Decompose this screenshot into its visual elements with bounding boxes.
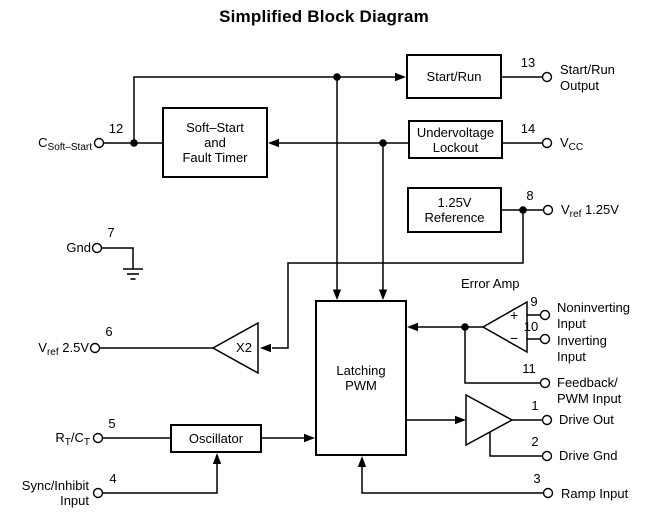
wire-feedback-pin11	[464, 327, 541, 384]
block-uvlo-line1: Undervoltage	[416, 124, 495, 140]
pin-14-label: VCC	[560, 135, 584, 153]
drive-buffer-triangle	[465, 393, 514, 447]
arrow-into-x2	[260, 343, 271, 353]
block-soft-start-fault-timer: Soft–Start and Fault Timer	[162, 107, 268, 178]
block-oscillator: Oscillator	[170, 424, 262, 453]
block-soft-start-line1: Soft–Start	[186, 120, 244, 135]
pin-9-terminal	[539, 309, 551, 321]
block-1v25-reference: 1.25V Reference	[407, 187, 502, 233]
error-amp-triangle	[481, 300, 528, 354]
wire-pin7-ground	[101, 247, 134, 269]
pin-13-number: 13	[520, 55, 536, 70]
arrow-into-buffer	[455, 415, 466, 425]
pin-4-terminal	[92, 487, 104, 499]
pin-3-number: 3	[533, 471, 541, 486]
block-latching-pwm: Latching PWM	[315, 300, 407, 456]
x2-amp-triangle	[211, 321, 259, 375]
pin-11-label: Feedback/PWM Input	[557, 375, 622, 406]
block-soft-start-line3: Fault Timer	[182, 150, 248, 165]
junction-dot-top-line	[333, 73, 341, 81]
pin-7-number: 7	[107, 225, 115, 240]
pin-11-number: 11	[522, 361, 536, 376]
pin-5-number: 5	[108, 416, 116, 431]
block-uvlo-line2: Lockout	[432, 139, 479, 155]
arrow-into-startrun	[395, 72, 406, 82]
pin-13-terminal	[541, 71, 553, 83]
block-soft-start-line2: and	[204, 135, 226, 150]
pin-3-terminal	[542, 487, 554, 499]
erroramp-minus-sign: −	[510, 330, 519, 346]
pin-2-number: 2	[531, 434, 539, 449]
pin-3-label: Ramp Input	[561, 486, 629, 501]
wire-buffer-pin2	[489, 432, 543, 457]
pin-5-terminal	[92, 432, 104, 444]
arrow-into-pwm-right	[407, 322, 418, 332]
pin-8-label: Vref 1.25V	[561, 202, 619, 220]
pin-10-number: 10	[523, 319, 539, 334]
block-pwm-line2: PWM	[345, 378, 377, 393]
pin-11-terminal	[539, 377, 551, 389]
pin-2-label: Drive Gnd	[559, 448, 618, 463]
wire-pin12-to-startrun	[133, 76, 397, 143]
block-undervoltage-lockout: Undervoltage Lockout	[408, 120, 503, 159]
pin-6-number: 6	[105, 324, 113, 339]
erroramp-plus-sign: +	[510, 307, 519, 323]
junction-dot-erroramp-out	[461, 323, 469, 331]
x2-amp-label: X2	[236, 340, 252, 355]
junction-dot-vref	[519, 206, 527, 214]
pin-8-number: 8	[526, 188, 534, 203]
pin-2-terminal	[541, 450, 553, 462]
arrow-into-softstart	[268, 138, 279, 148]
pin-5-label: RT/CT	[55, 430, 90, 448]
junction-dot-pin12	[130, 139, 138, 147]
arrow-into-pwm-top-right	[378, 289, 388, 300]
diagram-title: Simplified Block Diagram	[219, 7, 429, 26]
block-pwm-line1: Latching	[336, 363, 386, 378]
arrow-into-pwm-left	[304, 433, 315, 443]
wire-pin4-oscillator	[102, 462, 218, 494]
junction-dot-uvlo-line	[379, 139, 387, 147]
wire-pin3-pwm	[361, 465, 544, 494]
pin-14-number: 14	[520, 121, 536, 136]
pin-7-terminal	[91, 242, 103, 254]
pin-12-number: 12	[108, 121, 124, 136]
pin-8-terminal	[542, 204, 554, 216]
pin-7-label: Gnd	[66, 240, 91, 255]
arrow-into-pwm-top-left	[332, 289, 342, 300]
block-oscillator-label: Oscillator	[188, 431, 244, 446]
block-reference-line2: Reference	[424, 210, 485, 225]
arrow-into-oscillator-bottom	[212, 453, 222, 464]
block-reference-line1: 1.25V	[437, 195, 472, 210]
pin-12-terminal	[93, 137, 105, 149]
pin-12-label: CSoft–Start	[38, 135, 92, 153]
block-start-run: Start/Run	[406, 54, 502, 99]
block-start-run-label: Start/Run	[426, 69, 482, 84]
pin-6-label: Vref 2.5V	[38, 340, 89, 358]
pin-1-label: Drive Out	[559, 412, 614, 427]
error-amp-label: Error Amp	[461, 276, 520, 291]
pin-1-terminal	[541, 414, 553, 426]
pin-9-number: 9	[530, 294, 538, 309]
pin-4-number: 4	[109, 471, 117, 486]
pin-10-terminal	[539, 333, 551, 345]
wire-ref-to-x2	[272, 210, 524, 349]
pin-14-terminal	[541, 137, 553, 149]
pin-1-number: 1	[531, 398, 539, 413]
arrow-into-pwm-bottom	[357, 456, 367, 467]
pin-6-terminal	[89, 342, 101, 354]
